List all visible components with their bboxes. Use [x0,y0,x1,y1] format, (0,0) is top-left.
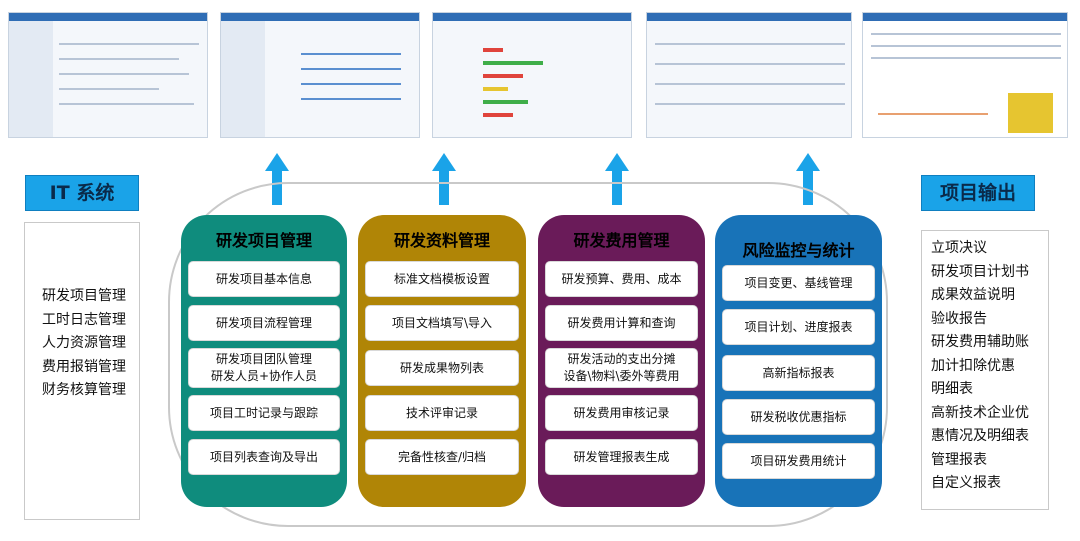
list-item: 研发费用辅助账 [931,334,1029,350]
up-arrow-icon [796,153,820,205]
list-item: 加计扣除优惠 [931,357,1015,374]
card-title: 研发项目管理 [215,231,312,250]
card-title: 研发费用管理 [573,231,670,250]
module-box: 技术评审记录 [365,395,519,431]
list-item: 验收报告 [931,310,987,327]
screenshot-doc-management [220,12,420,138]
list-item: 高新技术企业优 [931,404,1029,421]
module-box: 项目列表查询及导出 [188,439,340,475]
card-title: 研发资料管理 [393,231,490,250]
module-box: 项目工时记录与跟踪 [188,395,340,431]
screenshot-cost-report [432,12,632,138]
list-item: 人力资源管理 [42,335,126,351]
module-box: 研发项目流程管理 [188,305,340,341]
card-risk-monitoring: 风险监控与统计 项目变更、基线管理 项目计划、进度报表 高新指标报表 研发税收优… [715,215,882,507]
project-output-title: 项目输出 [921,175,1035,211]
screenshot-statistics-chart [862,12,1068,138]
card-rd-project-management: 研发项目管理 研发项目基本信息 研发项目流程管理 研发项目团队管理 研发人员+协… [181,215,347,507]
module-box: 研发活动的支出分摊 设备\物料\委外等费用 [545,348,698,388]
it-system-title: IT 系统 [25,175,139,211]
list-item: 研发项目管理 [42,288,126,304]
module-box: 研发费用审核记录 [545,395,698,431]
module-box: 完备性核查/归档 [365,439,519,475]
project-output-list: 立项决议 研发项目计划书 成果效益说明 验收报告 研发费用辅助账 加计扣除优惠 … [921,230,1049,510]
screenshot-project-gantt [8,12,208,138]
list-item: 成果效益说明 [931,287,1015,303]
module-box: 研发管理报表生成 [545,439,698,475]
module-box: 项目计划、进度报表 [722,309,875,345]
list-item: 费用报销管理 [42,358,126,375]
it-system-list: 研发项目管理 工时日志管理 人力资源管理 费用报销管理 财务核算管理 [24,222,140,520]
module-box: 项目文档填写\导入 [365,305,519,341]
list-item: 管理报表 [931,451,987,468]
list-item: 研发项目计划书 [931,263,1029,280]
up-arrow-icon [432,153,456,205]
module-box: 标准文档模板设置 [365,261,519,297]
module-box: 研发税收优惠指标 [722,399,875,435]
up-arrow-icon [605,153,629,205]
list-item: 自定义报表 [931,475,1001,491]
module-box: 高新指标报表 [722,355,875,391]
list-item: 立项决议 [931,240,987,256]
list-item: 工时日志管理 [42,311,126,328]
module-box: 研发项目基本信息 [188,261,340,297]
module-box: 研发预算、费用、成本 [545,261,698,297]
modules-outline [168,182,888,527]
card-title: 风险监控与统计 [742,241,855,260]
module-box: 研发费用计算和查询 [545,305,698,341]
module-box: 项目变更、基线管理 [722,265,875,301]
module-box: 研发项目团队管理 研发人员+协作人员 [188,348,340,388]
list-item: 惠情况及明细表 [931,428,1029,444]
module-box: 研发成果物列表 [365,350,519,386]
module-box: 项目研发费用统计 [722,443,875,479]
list-item: 财务核算管理 [42,382,126,398]
card-rd-document-management: 研发资料管理 标准文档模板设置 项目文档填写\导入 研发成果物列表 技术评审记录… [358,215,526,507]
list-item: 明细表 [931,381,973,397]
screenshot-risk-list [646,12,852,138]
card-rd-cost-management: 研发费用管理 研发预算、费用、成本 研发费用计算和查询 研发活动的支出分摊 设备… [538,215,705,507]
